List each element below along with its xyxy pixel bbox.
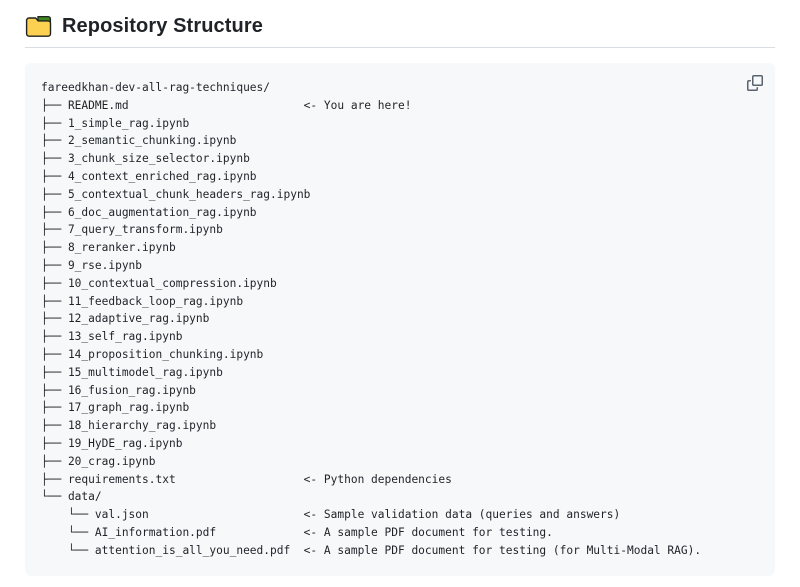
- section-title: Repository Structure: [62, 15, 263, 37]
- repo-tree: fareedkhan-dev-all-rag-techniques/ ├── R…: [41, 81, 702, 557]
- copy-button[interactable]: [741, 69, 769, 97]
- code-block: fareedkhan-dev-all-rag-techniques/ ├── R…: [25, 63, 775, 576]
- section-heading: Repository Structure: [25, 13, 775, 48]
- copy-icon: [747, 75, 763, 91]
- folder-icon: [25, 15, 52, 37]
